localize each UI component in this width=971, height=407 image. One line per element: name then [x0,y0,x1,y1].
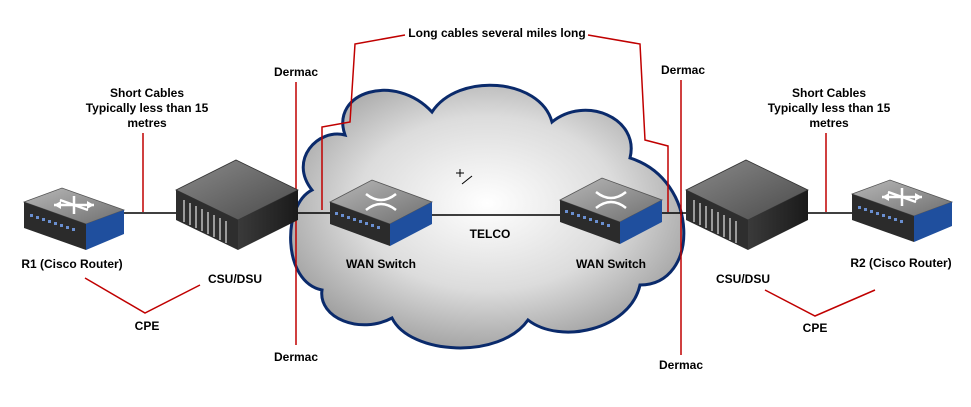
cloud-icon [289,83,686,350]
short-cables-right-line1: Short Cables [792,86,866,100]
csu-dsu-server-icon[interactable] [175,159,299,250]
dermac-top-left-label: Dermac [274,65,318,79]
csu-dsu-right-label: CSU/DSU [716,272,770,286]
r2-label: R2 (Cisco Router) [850,256,951,270]
dermac-bottom-right-label: Dermac [659,358,703,372]
cpe-bracket-left [84,277,201,314]
long-cables-label: Long cables several miles long [408,26,585,40]
short-cables-right-line3: metres [809,116,849,130]
wan-switch-right-label: WAN Switch [576,257,646,271]
telco-label: TELCO [470,227,511,241]
router-icon[interactable] [22,187,126,250]
r1-label: R1 (Cisco Router) [21,257,122,271]
cpe-right-label: CPE [803,321,828,335]
csu-dsu-server-icon[interactable] [685,159,809,250]
dermac-top-right-label: Dermac [661,63,705,77]
router-icon[interactable] [850,179,954,242]
short-cables-left-line1: Short Cables [110,86,184,100]
long-cable-pointer-right [587,34,669,212]
cpe-left-label: CPE [135,319,160,333]
long-cable-pointer-left [321,34,406,210]
short-cables-left-line3: metres [127,116,167,130]
wan-switch-icon[interactable] [329,179,433,246]
cursor-mark [456,169,473,185]
cpe-bracket-right [764,289,876,317]
dermac-bottom-left-label: Dermac [274,350,318,364]
csu-dsu-left-label: CSU/DSU [208,272,262,286]
annotation-lines [84,34,876,355]
wan-switch-left-label: WAN Switch [346,257,416,271]
short-cables-left-line2: Typically less than 15 [86,101,209,115]
short-cables-right-line2: Typically less than 15 [768,101,891,115]
wan-switch-icon[interactable] [559,177,663,244]
